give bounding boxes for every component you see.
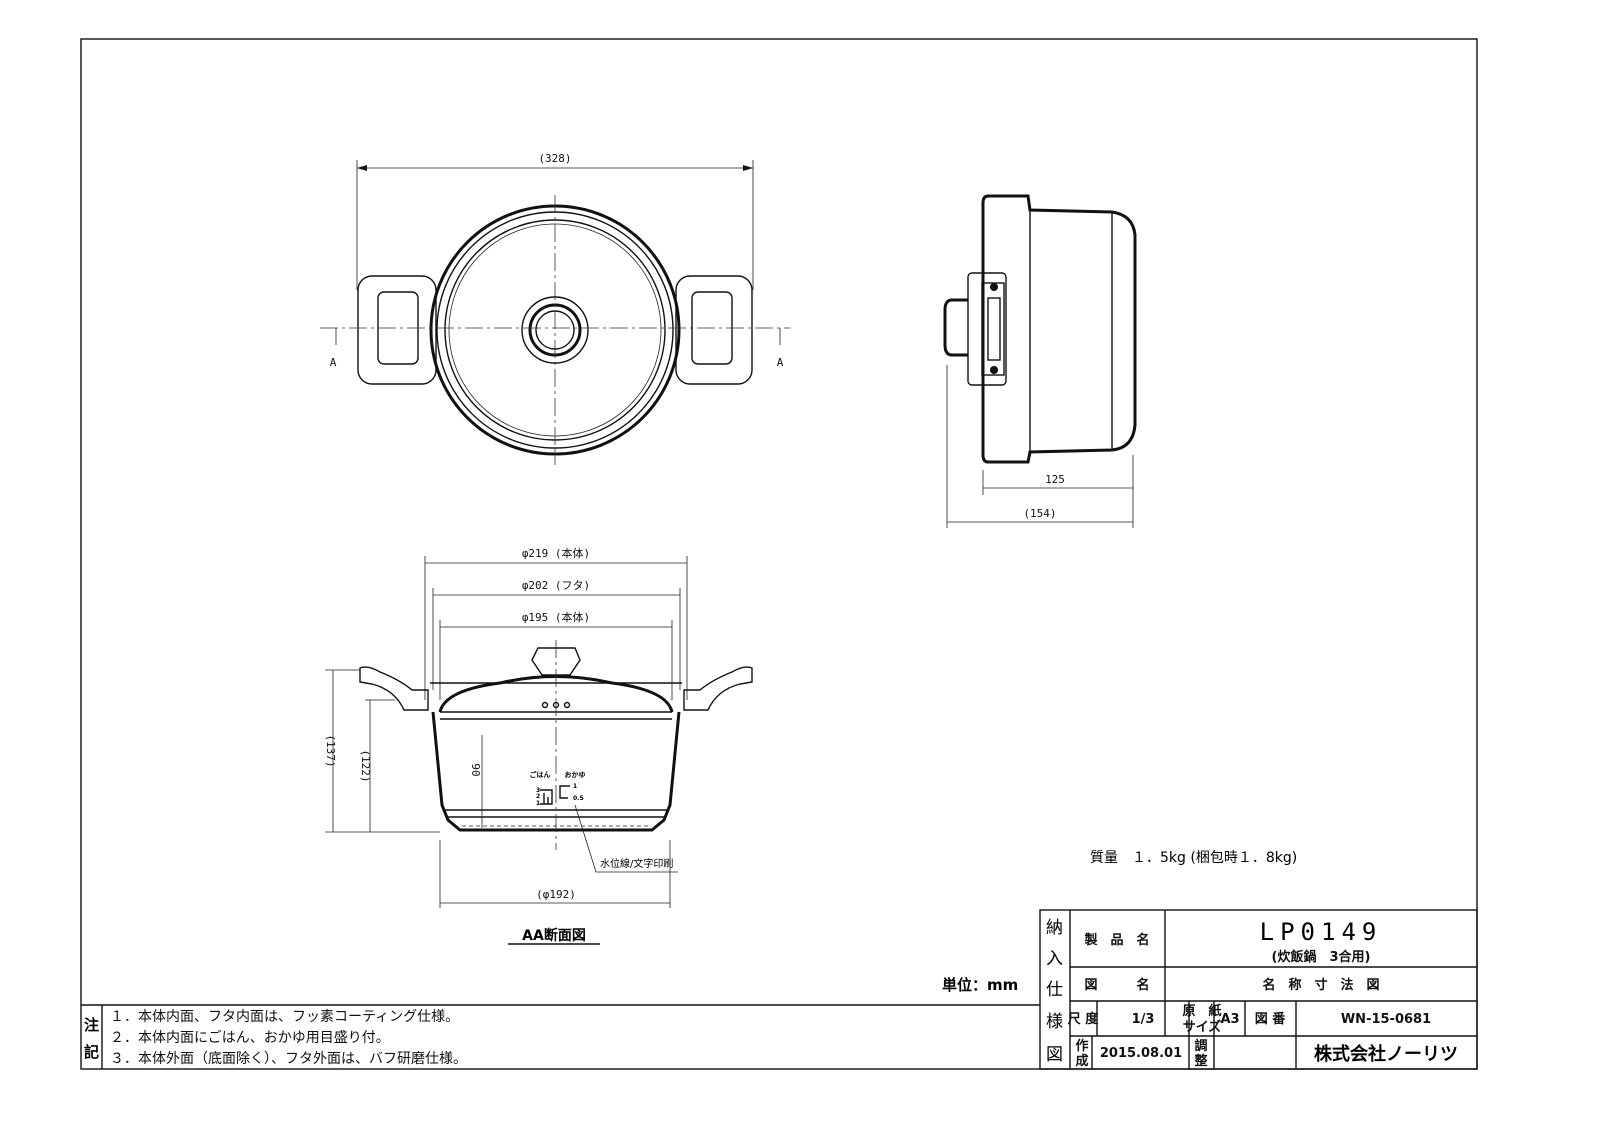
drawing-frame xyxy=(80,38,1478,1070)
scale-label: 尺 度 xyxy=(1068,1011,1100,1027)
scale-value: 1/3 xyxy=(1132,1012,1155,1027)
dim-body-height: (122) xyxy=(359,749,372,782)
paper-size-value: A3 xyxy=(1220,1012,1239,1027)
section-mark-right: A xyxy=(777,356,784,369)
scale-label-porridge: おかゆ xyxy=(565,770,586,779)
rice-mark-3: 3 xyxy=(536,787,540,794)
dim-depth: 90 xyxy=(469,763,482,776)
top-view: (328) A A xyxy=(320,152,790,465)
side-label: 図 xyxy=(1046,1045,1063,1065)
product-code: LP0149 xyxy=(1260,918,1383,946)
drawing-number: WN-15-0681 xyxy=(1341,1012,1431,1027)
porridge-mark-half: 0.5 xyxy=(573,795,584,802)
dim-lid-diameter: φ202 (フタ) xyxy=(522,579,590,592)
product-name-label: 製 品 名 xyxy=(1083,932,1149,948)
side-label: 入 xyxy=(1046,949,1063,969)
created-label: 作 xyxy=(1075,1038,1088,1054)
checked-label: 整 xyxy=(1193,1053,1208,1069)
drawing-name-label: 図 名 xyxy=(1084,977,1149,993)
knob xyxy=(531,647,581,676)
created-label: 成 xyxy=(1075,1053,1088,1069)
product-description: (炊飯鍋 3合用) xyxy=(1272,949,1371,965)
dim-total-height: (137) xyxy=(324,734,337,767)
title-block: 納 入 仕 様 図 製 品 名 LP0149 (炊飯鍋 3合用) 図 名 名 称… xyxy=(1039,909,1478,1070)
note-item: １．本体内面、フタ内面は、フッ素コーティング仕様。 xyxy=(110,1009,459,1025)
dim-bottom-diameter: (φ192) xyxy=(536,888,576,901)
note-item: ２．本体内面にごはん、おかゆ用目盛り付。 xyxy=(110,1030,390,1046)
side-label: 様 xyxy=(1046,1012,1063,1032)
mass-text: 質量 １．5kg (梱包時１．8kg) xyxy=(1090,850,1297,866)
created-date: 2015.08.01 xyxy=(1100,1046,1182,1061)
side-label: 仕 xyxy=(1046,980,1063,1000)
dim-overall-depth: (154) xyxy=(1023,507,1056,520)
scale-label-rice: ごはん xyxy=(530,770,551,779)
drawing-name: 名 称 寸 法 図 xyxy=(1262,977,1379,993)
paper-size-label: 原 紙 xyxy=(1182,1003,1221,1019)
section-view: φ219 (本体) φ202 (フタ) φ195 (本体) (137) (122… xyxy=(324,546,753,945)
side-view: 125 (154) xyxy=(943,194,1137,528)
rice-mark-2: 2 xyxy=(536,793,540,800)
dim-inner-diameter: φ195 (本体) xyxy=(522,610,590,624)
rice-mark-1: 1 xyxy=(536,800,540,807)
checked-label: 調 xyxy=(1194,1038,1207,1054)
company-logo: 株式会社ノーリツ xyxy=(1314,1043,1458,1065)
dim-body-diameter: φ219 (本体) xyxy=(522,546,590,560)
notes-label-2: 記 xyxy=(84,1043,99,1061)
notes: 注 記 １．本体内面、フタ内面は、フッ素コーティング仕様。 ２．本体内面にごはん… xyxy=(81,1004,1040,1069)
notes-label-1: 注 xyxy=(84,1016,99,1034)
dim-width: (328) xyxy=(538,152,571,165)
paper-size-label: サイズ xyxy=(1183,1019,1222,1035)
unit-text: 単位：mm xyxy=(942,976,1018,994)
section-mark-left: A xyxy=(330,356,337,369)
note-item: ３．本体外面（底面除く）、フタ外面は、バフ研磨仕様。 xyxy=(110,1051,467,1067)
drawing-number-label: 図 番 xyxy=(1255,1011,1287,1027)
section-title: AA断面図 xyxy=(522,927,586,944)
dim-body-depth: 125 xyxy=(1045,473,1065,486)
side-label: 納 xyxy=(1046,918,1063,938)
callout-water-line: 水位線/文字印刷 xyxy=(600,857,673,870)
porridge-mark-1: 1 xyxy=(573,783,577,790)
